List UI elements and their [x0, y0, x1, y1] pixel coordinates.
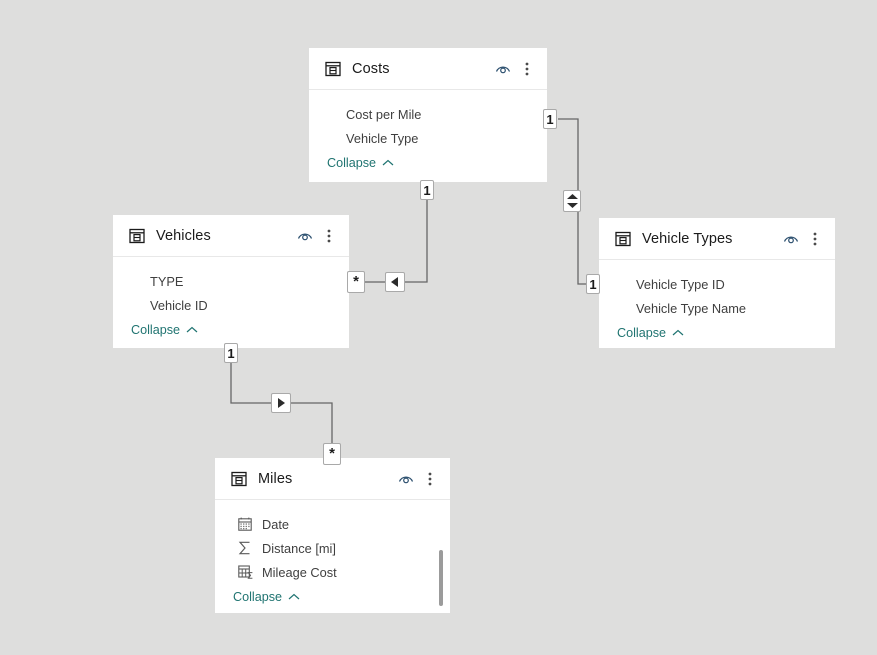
more-options-icon[interactable]	[805, 229, 825, 249]
chevron-up-icon	[186, 326, 198, 334]
table-icon	[229, 469, 249, 489]
eye-icon[interactable]	[781, 229, 801, 249]
field-row[interactable]: Mileage Cost	[215, 560, 450, 584]
field-label: Vehicle Type ID	[636, 276, 725, 292]
more-options-icon[interactable]	[319, 226, 339, 246]
cardinality-badge-one[interactable]: 1	[586, 274, 600, 294]
collapse-label: Collapse	[131, 323, 181, 337]
table-name: Vehicles	[156, 227, 211, 244]
more-options-icon[interactable]	[420, 469, 440, 489]
relationship-line-costs-vehicles	[349, 183, 428, 283]
cardinality-badge-one[interactable]: 1	[224, 343, 238, 363]
table-card-fields: Date Distance [mi]	[215, 500, 450, 610]
field-row[interactable]: Vehicle Type Name	[599, 296, 835, 320]
field-label: TYPE	[150, 273, 184, 289]
table-icon	[323, 59, 343, 79]
field-label: Vehicle Type	[346, 130, 419, 146]
table-icon	[127, 226, 147, 246]
table-card-header[interactable]: Miles	[215, 458, 450, 500]
collapse-button[interactable]: Collapse	[113, 317, 349, 343]
field-label: Date	[262, 516, 290, 532]
field-row[interactable]: Vehicle ID	[113, 293, 349, 317]
more-options-icon[interactable]	[517, 59, 537, 79]
collapse-button[interactable]: Collapse	[309, 150, 547, 176]
calendar-icon	[237, 516, 253, 532]
collapse-label: Collapse	[617, 326, 667, 340]
collapse-button[interactable]: Collapse	[215, 584, 450, 610]
table-card-costs[interactable]: Costs Cost per M	[309, 48, 547, 182]
field-label: Mileage Cost	[262, 564, 337, 580]
table-card-header[interactable]: Vehicles	[113, 215, 349, 257]
table-card-fields: Vehicle Type ID Vehicle Type Name Collap…	[599, 260, 835, 346]
table-card-miles[interactable]: Miles	[215, 458, 450, 613]
field-label: Vehicle ID	[150, 297, 208, 313]
vertical-scrollbar[interactable]	[439, 550, 443, 606]
cardinality-badge-one[interactable]: 1	[543, 109, 557, 129]
table-icon	[613, 229, 633, 249]
field-label: Vehicle Type Name	[636, 300, 747, 316]
table-card-header[interactable]: Costs	[309, 48, 547, 90]
collapse-button[interactable]: Collapse	[599, 320, 835, 346]
field-row[interactable]: Vehicle Type ID	[599, 272, 835, 296]
field-row[interactable]: TYPE	[113, 269, 349, 293]
arrow-right-icon[interactable]	[271, 393, 291, 413]
collapse-label: Collapse	[233, 590, 283, 604]
cardinality-badge-one[interactable]: 1	[420, 180, 434, 200]
arrow-left-icon[interactable]	[385, 272, 405, 292]
eye-icon[interactable]	[396, 469, 416, 489]
field-row[interactable]: Date	[215, 512, 450, 536]
table-name: Costs	[352, 60, 390, 77]
chevron-up-icon	[382, 159, 394, 167]
table-card-vehicle-types[interactable]: Vehicle Types Ve	[599, 218, 835, 348]
table-card-vehicles[interactable]: Vehicles TYPE	[113, 215, 349, 348]
field-label: Distance [mi]	[262, 540, 336, 556]
sigma-icon	[237, 540, 253, 556]
eye-icon[interactable]	[295, 226, 315, 246]
table-card-header-actions[interactable]	[493, 59, 537, 79]
field-label: Cost per Mile	[346, 106, 422, 122]
table-card-header-actions[interactable]	[781, 229, 825, 249]
table-card-header-actions[interactable]	[295, 226, 339, 246]
field-row[interactable]: Cost per Mile	[309, 102, 547, 126]
table-card-fields: Cost per Mile Vehicle Type Collapse	[309, 90, 547, 176]
table-card-header-actions[interactable]	[396, 469, 440, 489]
field-row[interactable]: Distance [mi]	[215, 536, 450, 560]
table-name: Vehicle Types	[642, 230, 733, 247]
table-card-fields: TYPE Vehicle ID Collapse	[113, 257, 349, 343]
table-card-header[interactable]: Vehicle Types	[599, 218, 835, 260]
table-name: Miles	[258, 470, 293, 487]
cardinality-badge-many[interactable]: *	[323, 443, 341, 465]
cardinality-badge-many[interactable]: *	[347, 271, 365, 293]
calculated-column-icon	[237, 564, 253, 580]
chevron-up-icon	[288, 593, 300, 601]
collapse-label: Collapse	[327, 156, 377, 170]
field-row[interactable]: Vehicle Type	[309, 126, 547, 150]
arrow-both-icon[interactable]	[563, 190, 581, 212]
chevron-up-icon	[672, 329, 684, 337]
eye-icon[interactable]	[493, 59, 513, 79]
